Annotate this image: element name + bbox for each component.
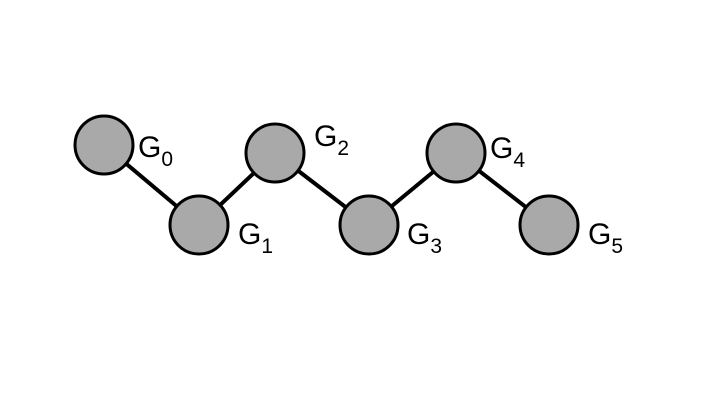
node-label-subscript: 0 <box>161 148 173 171</box>
node-label-letter: G <box>407 218 430 251</box>
node-label-letter: G <box>588 218 611 251</box>
node-g1 <box>168 194 230 256</box>
node-g0 <box>73 114 135 176</box>
node-label-letter: G <box>138 131 161 164</box>
node-label-g4: G4 <box>490 132 525 172</box>
nodes-layer <box>73 114 580 256</box>
node-label-subscript: 1 <box>261 235 273 258</box>
node-g3 <box>338 194 400 256</box>
node-label-subscript: 3 <box>430 235 442 258</box>
node-label-g1: G1 <box>238 218 273 258</box>
node-label-subscript: 5 <box>611 235 623 258</box>
node-label-g2: G2 <box>314 120 349 160</box>
node-label-letter: G <box>490 132 513 165</box>
node-g5 <box>518 194 580 256</box>
node-label-g0: G0 <box>138 131 173 171</box>
node-label-g5: G5 <box>588 218 623 258</box>
node-g4 <box>425 122 487 184</box>
node-g2 <box>244 122 306 184</box>
node-label-letter: G <box>314 120 337 153</box>
node-label-letter: G <box>238 218 261 251</box>
node-label-subscript: 2 <box>337 137 349 160</box>
node-label-subscript: 4 <box>513 149 525 172</box>
node-label-g3: G3 <box>407 218 442 258</box>
